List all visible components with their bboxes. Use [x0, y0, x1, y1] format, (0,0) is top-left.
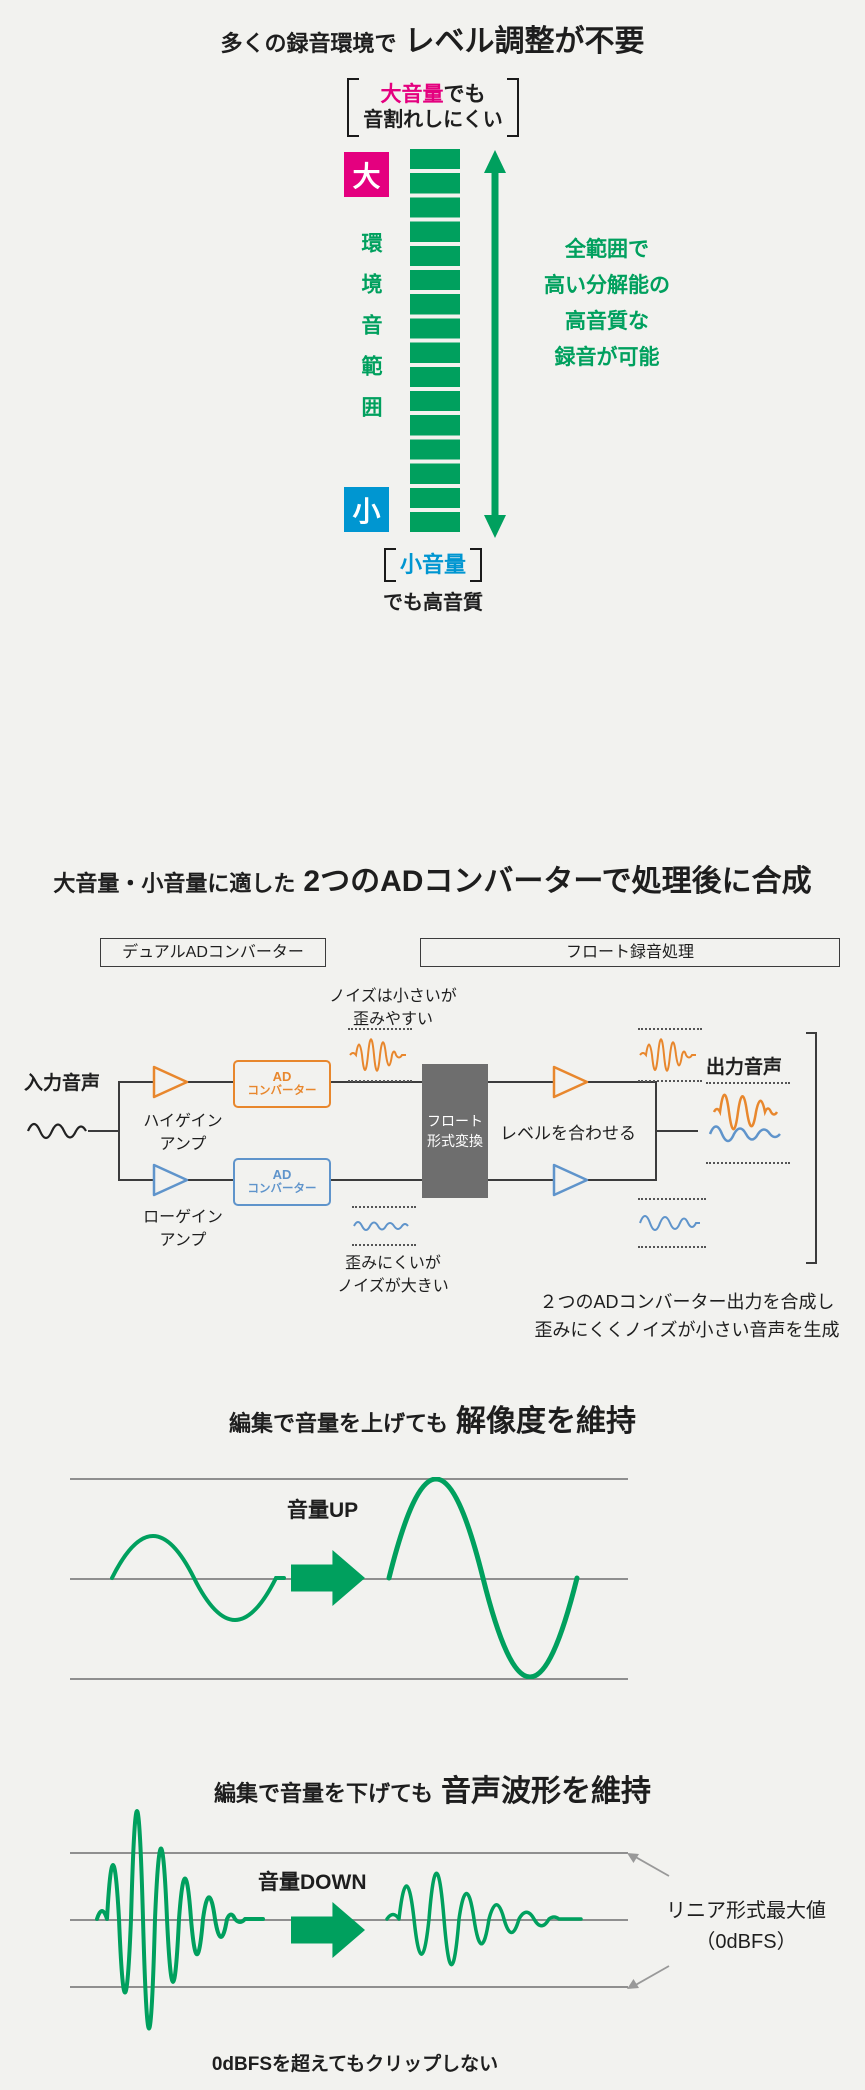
low-gain-amp-icon — [152, 1163, 189, 1197]
quiet-accent: 小音量 — [399, 552, 466, 577]
noise-top-label: ノイズは小さいが 歪みやすい — [310, 985, 476, 1031]
section3-title-large: 解像度を維持 — [455, 1405, 636, 1438]
float-format-box: フロート 形式変換 — [422, 1064, 488, 1198]
full-range-arrow-icon — [484, 150, 506, 538]
clipped-burst-wave — [95, 1809, 265, 2031]
noise-bottom-line: 歪みにくいが — [345, 1255, 441, 1272]
section4-title: 編集で音量を下げても音声波形を維持 — [0, 1766, 865, 1810]
noise-bottom-label: 歪みにくいが ノイズが大きい — [310, 1252, 476, 1298]
output-group-bracket — [806, 1032, 817, 1264]
section1-title-small: 多くの録音環境で — [220, 31, 397, 56]
loud-bracket: 大音量でも 音割れしにくい — [347, 78, 519, 137]
noise-bottom-line: ノイズが大きい — [337, 1278, 449, 1295]
linear-limit-line: リニア形式最大値 — [666, 1900, 826, 1922]
quiet-line2: でも高音質 — [383, 592, 483, 614]
volume-up-label: 音量UP — [287, 1499, 359, 1522]
section1-title-large: レベル調整が不要 — [404, 25, 645, 58]
ad-converter-high: AD コンバーター — [233, 1060, 331, 1108]
merge-caption-line: 歪みにくくノイズが小さい音声を生成 — [534, 1320, 840, 1340]
volume-down-label: 音量DOWN — [258, 1871, 367, 1894]
dynamic-range-bar — [410, 149, 460, 535]
input-waveform-icon — [26, 1122, 87, 1140]
float-box-line: 形式変換 — [427, 1133, 483, 1149]
ad-converter-low: AD コンバーター — [233, 1158, 331, 1206]
output-amp-low-icon — [552, 1163, 589, 1197]
full-range-text-line: 全範囲で — [565, 238, 649, 261]
distorted-waveform-icon — [348, 1028, 412, 1082]
full-range-text-line: 高音質な — [565, 310, 649, 333]
noise-top-line: ノイズは小さいが — [329, 988, 457, 1005]
axis-line — [70, 1478, 628, 1480]
input-label: 入力音声 — [24, 1073, 101, 1094]
section2-title-small: 大音量・小音量に適した — [53, 871, 296, 896]
loud-bracket-line2: 音割れしにくい — [363, 109, 503, 131]
section4-title-small: 編集で音量を下げても — [214, 1781, 433, 1806]
section4-title-large: 音声波形を維持 — [440, 1775, 651, 1808]
ad-label: AD — [272, 1167, 292, 1182]
clean-waveform-right-icon — [638, 1198, 706, 1248]
quiet-bracket: 小音量 — [383, 548, 483, 582]
full-range-text: 全範囲で 高い分解能の 高音質な 録音が可能 — [507, 232, 707, 376]
axis-line — [70, 1678, 628, 1680]
merge-caption-line: ２つのADコンバーター出力を合成し — [539, 1292, 835, 1312]
low-gain-label: ローゲイン アンプ — [128, 1206, 238, 1252]
section2-title: 大音量・小音量に適した 2つのADコンバーターで処理後に合成 — [0, 856, 865, 900]
bar-bottom-badge: 小 — [344, 487, 389, 532]
no-clip-caption: 0dBFSを超えてもクリップしない — [211, 2054, 499, 2075]
range-vertical-label: 環境音範囲 — [359, 232, 382, 437]
full-range-text-line: 高い分解能の — [544, 274, 670, 297]
level-match-label: レベルを合わせる — [500, 1124, 636, 1143]
large-sine-wave — [386, 1477, 580, 1679]
loud-accent: 大音量 — [380, 83, 444, 106]
low-gain-line: アンプ — [159, 1232, 207, 1249]
volume-down-arrow-icon — [291, 1902, 365, 1958]
high-gain-line: アンプ — [159, 1136, 207, 1153]
ad-label: コンバーター — [247, 1183, 317, 1195]
full-range-text-line: 録音が可能 — [554, 346, 660, 369]
output-label: 出力音声 — [706, 1057, 783, 1078]
section3-title: 編集で音量を上げても解像度を維持 — [0, 1396, 865, 1440]
limit-pointer-arrows-icon — [627, 1853, 670, 1989]
high-gain-label: ハイゲイン アンプ — [128, 1110, 238, 1156]
limit-line-top — [70, 1852, 628, 1854]
limit-line-bottom — [70, 1986, 628, 1988]
clean-waveform-icon — [352, 1206, 416, 1246]
loud-rest: でも — [443, 83, 486, 106]
circuit-line — [118, 1081, 120, 1181]
section2-title-large: 2つのADコンバーターで処理後に合成 — [303, 865, 812, 898]
linear-limit-label: リニア形式最大値 （0dBFS） — [634, 1896, 858, 1958]
noise-top-line: 歪みやすい — [352, 1011, 433, 1028]
section1-title: 多くの録音環境でレベル調整が不要 — [0, 16, 865, 60]
output-amp-high-icon — [552, 1065, 589, 1099]
low-gain-line: ローゲイン — [143, 1209, 223, 1226]
distorted-waveform-right-icon — [638, 1028, 702, 1082]
reduced-burst-wave — [385, 1871, 583, 1967]
float-process-header-box: フロート録音処理 — [420, 938, 840, 967]
loud-bracket-line1: 大音量でも — [363, 82, 503, 108]
ad-label: コンバーター — [247, 1085, 317, 1097]
section3-title-small: 編集で音量を上げても — [229, 1411, 448, 1436]
output-combined-waveform-icon — [706, 1082, 790, 1164]
merge-caption: ２つのADコンバーター出力を合成し 歪みにくくノイズが小さい音声を生成 — [500, 1288, 865, 1344]
linear-limit-line: （0dBFS） — [695, 1931, 797, 1953]
volume-up-arrow-icon — [291, 1550, 365, 1606]
float-box-line: フロート — [427, 1113, 483, 1129]
high-gain-line: ハイゲイン — [143, 1113, 223, 1130]
circuit-line — [88, 1130, 120, 1132]
quiet-bracket-label: 小音量 でも高音質 — [328, 548, 538, 615]
small-sine-wave — [110, 1534, 286, 1622]
bar-top-badge: 大 — [344, 152, 389, 197]
circuit-line — [655, 1130, 698, 1132]
ad-label: AD — [272, 1069, 292, 1084]
high-gain-amp-icon — [152, 1065, 189, 1099]
circuit-line — [118, 1179, 656, 1181]
loud-bracket-label: 大音量でも 音割れしにくい — [328, 78, 538, 137]
dual-ad-header-box: デュアルADコンバーター — [100, 938, 326, 967]
